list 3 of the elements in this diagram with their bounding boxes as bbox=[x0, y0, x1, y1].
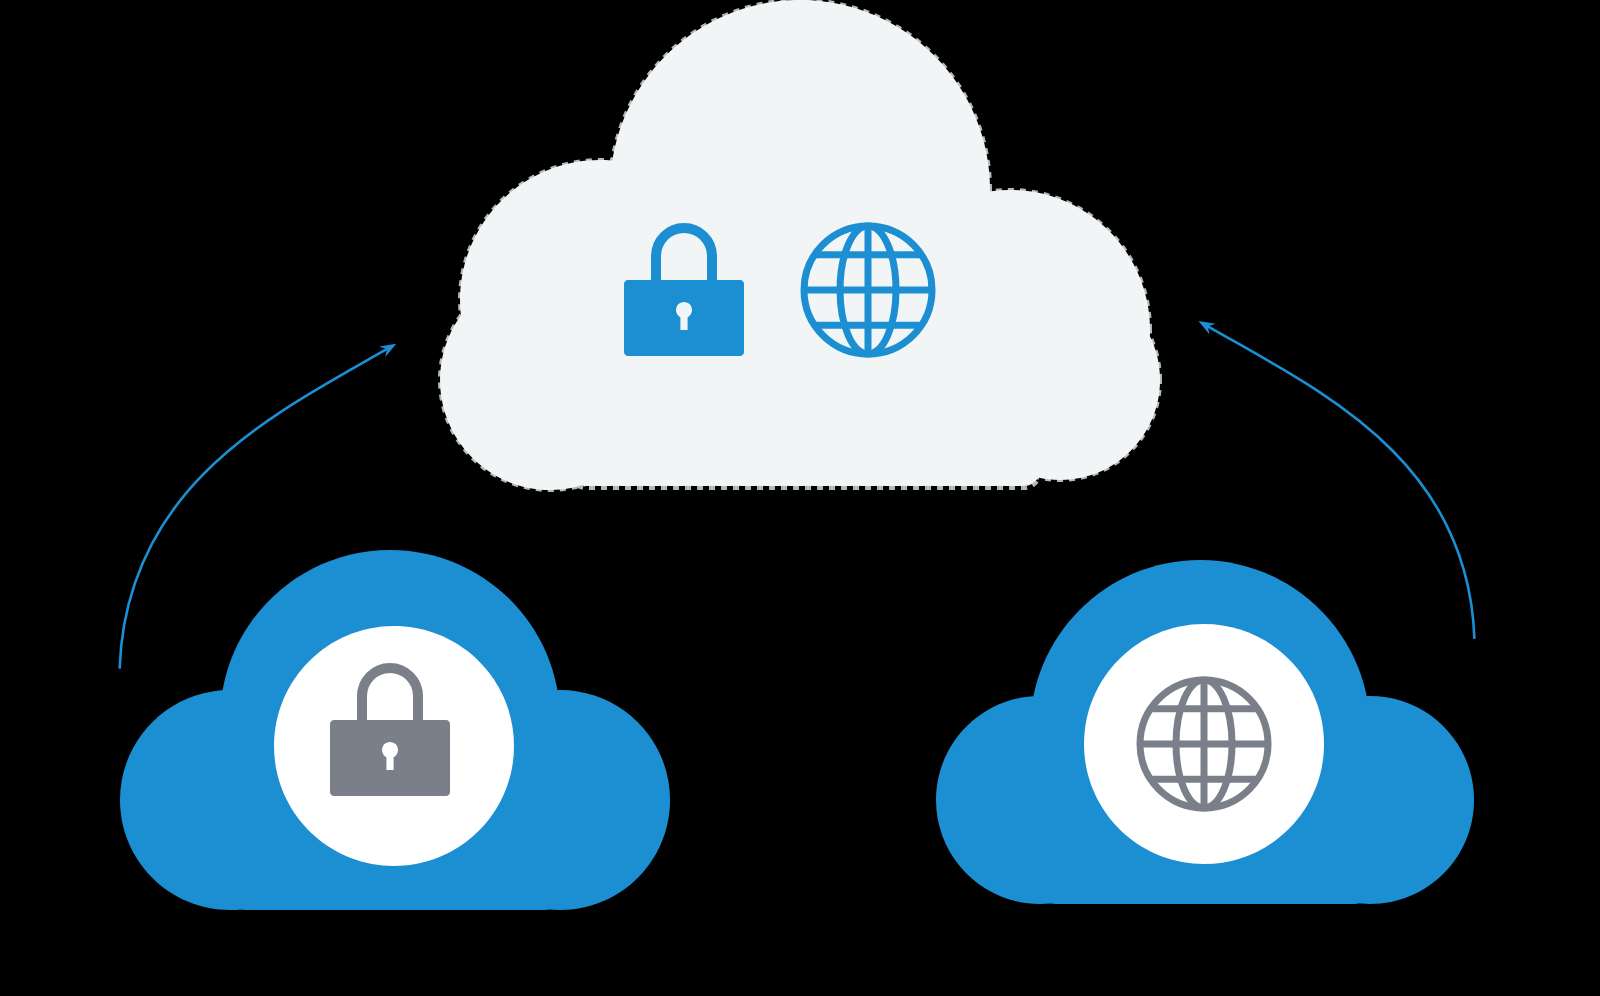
cloud bbox=[438, 0, 1162, 492]
cloud bbox=[936, 560, 1474, 904]
cloud bbox=[120, 550, 670, 910]
